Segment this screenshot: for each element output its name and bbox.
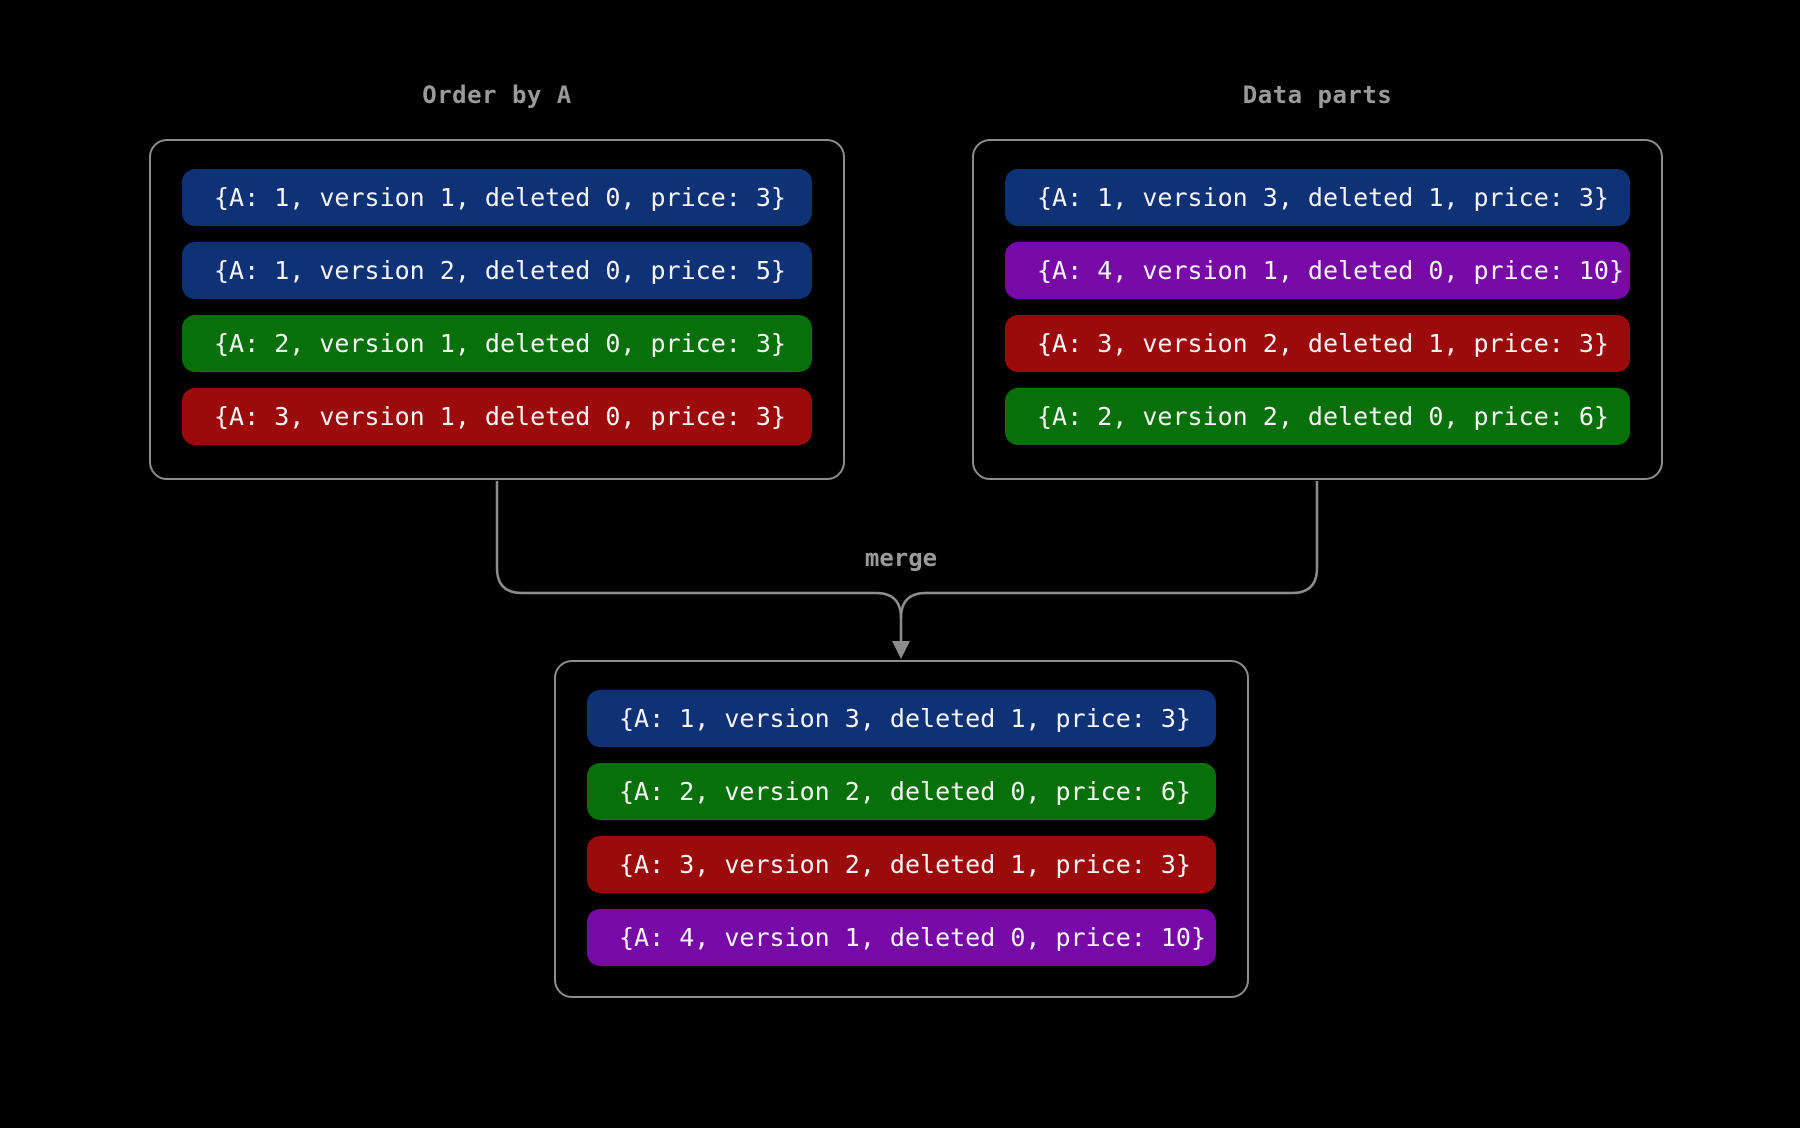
data-row: {A: 2, version 2, deleted 0, price: 6} bbox=[1005, 388, 1630, 445]
data-row: {A: 3, version 2, deleted 1, price: 3} bbox=[587, 836, 1216, 893]
data-row: {A: 3, version 2, deleted 1, price: 3} bbox=[1005, 315, 1630, 372]
data-row: {A: 3, version 1, deleted 0, price: 3} bbox=[182, 388, 812, 445]
merge-label: merge bbox=[864, 544, 938, 572]
data-row: {A: 4, version 1, deleted 0, price: 10} bbox=[1005, 242, 1630, 299]
merged-result-box: {A: 1, version 3, deleted 1, price: 3} {… bbox=[554, 660, 1249, 998]
data-row: {A: 1, version 2, deleted 0, price: 5} bbox=[182, 242, 812, 299]
data-row: {A: 2, version 2, deleted 0, price: 6} bbox=[587, 763, 1216, 820]
right-merge-wire bbox=[899, 481, 1319, 619]
data-parts-title: Data parts bbox=[1242, 81, 1393, 109]
data-row: {A: 2, version 1, deleted 0, price: 3} bbox=[182, 315, 812, 372]
data-row: {A: 1, version 3, deleted 1, price: 3} bbox=[587, 690, 1216, 747]
order-by-a-box: {A: 1, version 1, deleted 0, price: 3} {… bbox=[149, 139, 845, 480]
data-parts-box: {A: 1, version 3, deleted 1, price: 3} {… bbox=[972, 139, 1663, 480]
data-row: {A: 4, version 1, deleted 0, price: 10} bbox=[587, 909, 1216, 966]
data-row: {A: 1, version 1, deleted 0, price: 3} bbox=[182, 169, 812, 226]
merge-arrowhead bbox=[892, 641, 910, 659]
data-row: {A: 1, version 3, deleted 1, price: 3} bbox=[1005, 169, 1630, 226]
order-by-a-title: Order by A bbox=[422, 81, 572, 109]
left-merge-wire bbox=[495, 481, 903, 644]
